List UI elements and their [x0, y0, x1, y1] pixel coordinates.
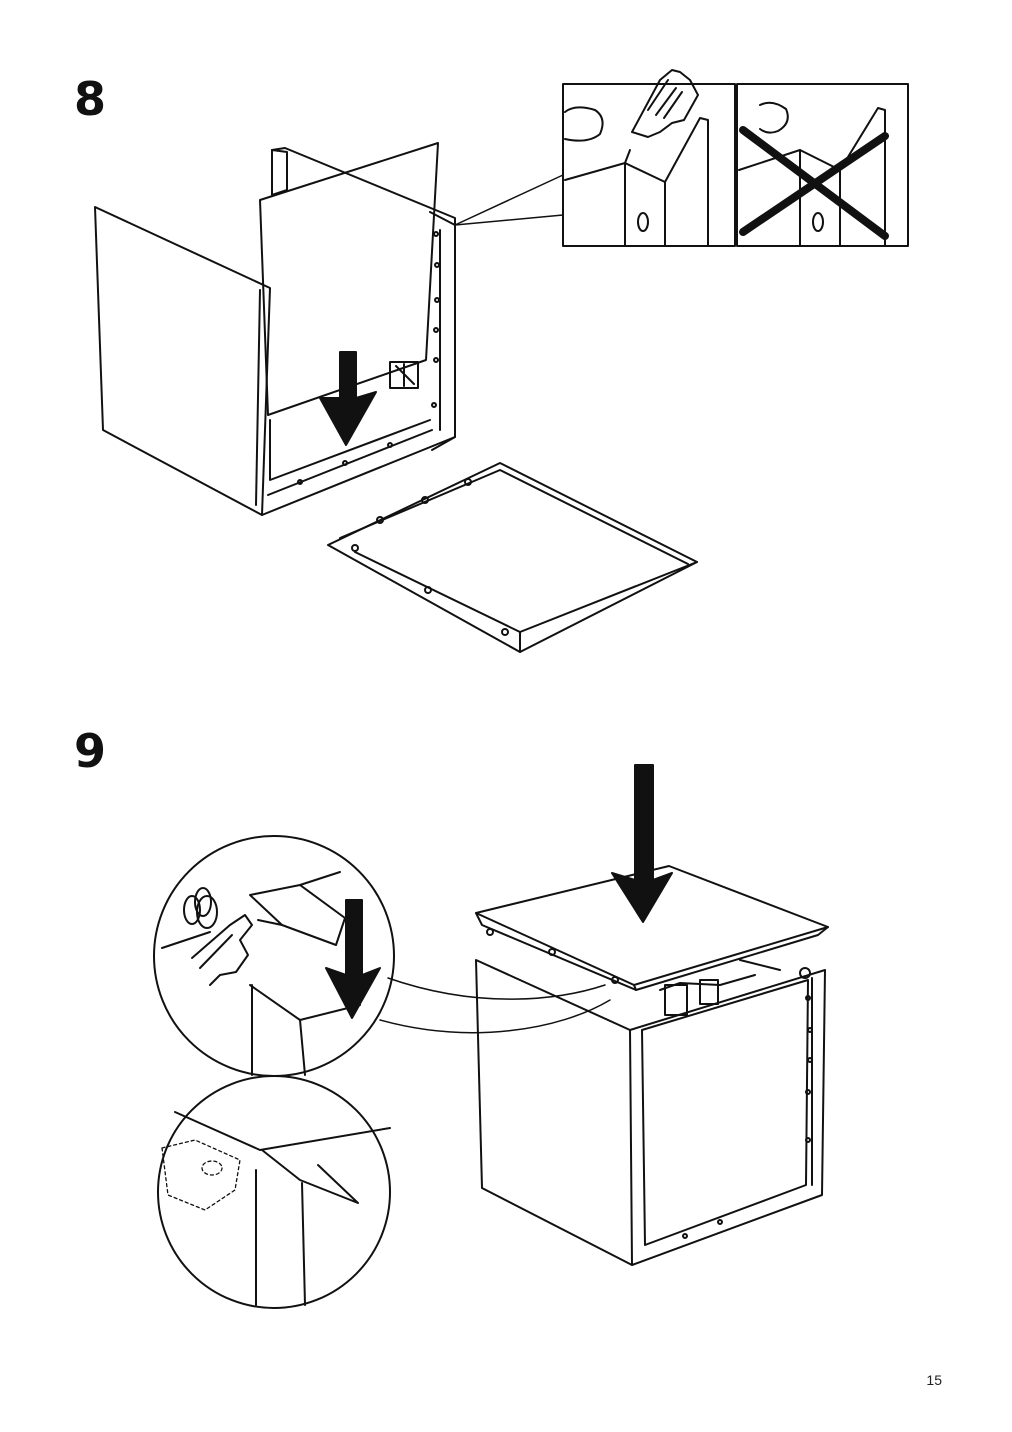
detail-correct: [562, 69, 736, 247]
zoom-detail-bottom: [157, 1075, 391, 1309]
zoom-detail-top: [153, 835, 395, 1077]
detail-wrong: [736, 83, 909, 247]
down-arrow-icon: [325, 899, 381, 1019]
wooden-dowel: [183, 887, 218, 929]
step9-cabinet: [475, 959, 826, 1266]
step8-base-panel: [327, 462, 698, 653]
page-number: 15: [926, 1372, 942, 1388]
step-number-8: 8: [74, 72, 107, 126]
down-arrow-icon: [319, 351, 377, 446]
step9-top-panel: [475, 865, 829, 991]
hand-icon: [191, 914, 253, 986]
step-number-9: 9: [74, 724, 107, 778]
step8-cabinet-carcass: [94, 142, 456, 516]
cross-icon: [739, 126, 889, 240]
down-arrow-icon: [611, 764, 673, 923]
hand-icon: [631, 69, 699, 138]
